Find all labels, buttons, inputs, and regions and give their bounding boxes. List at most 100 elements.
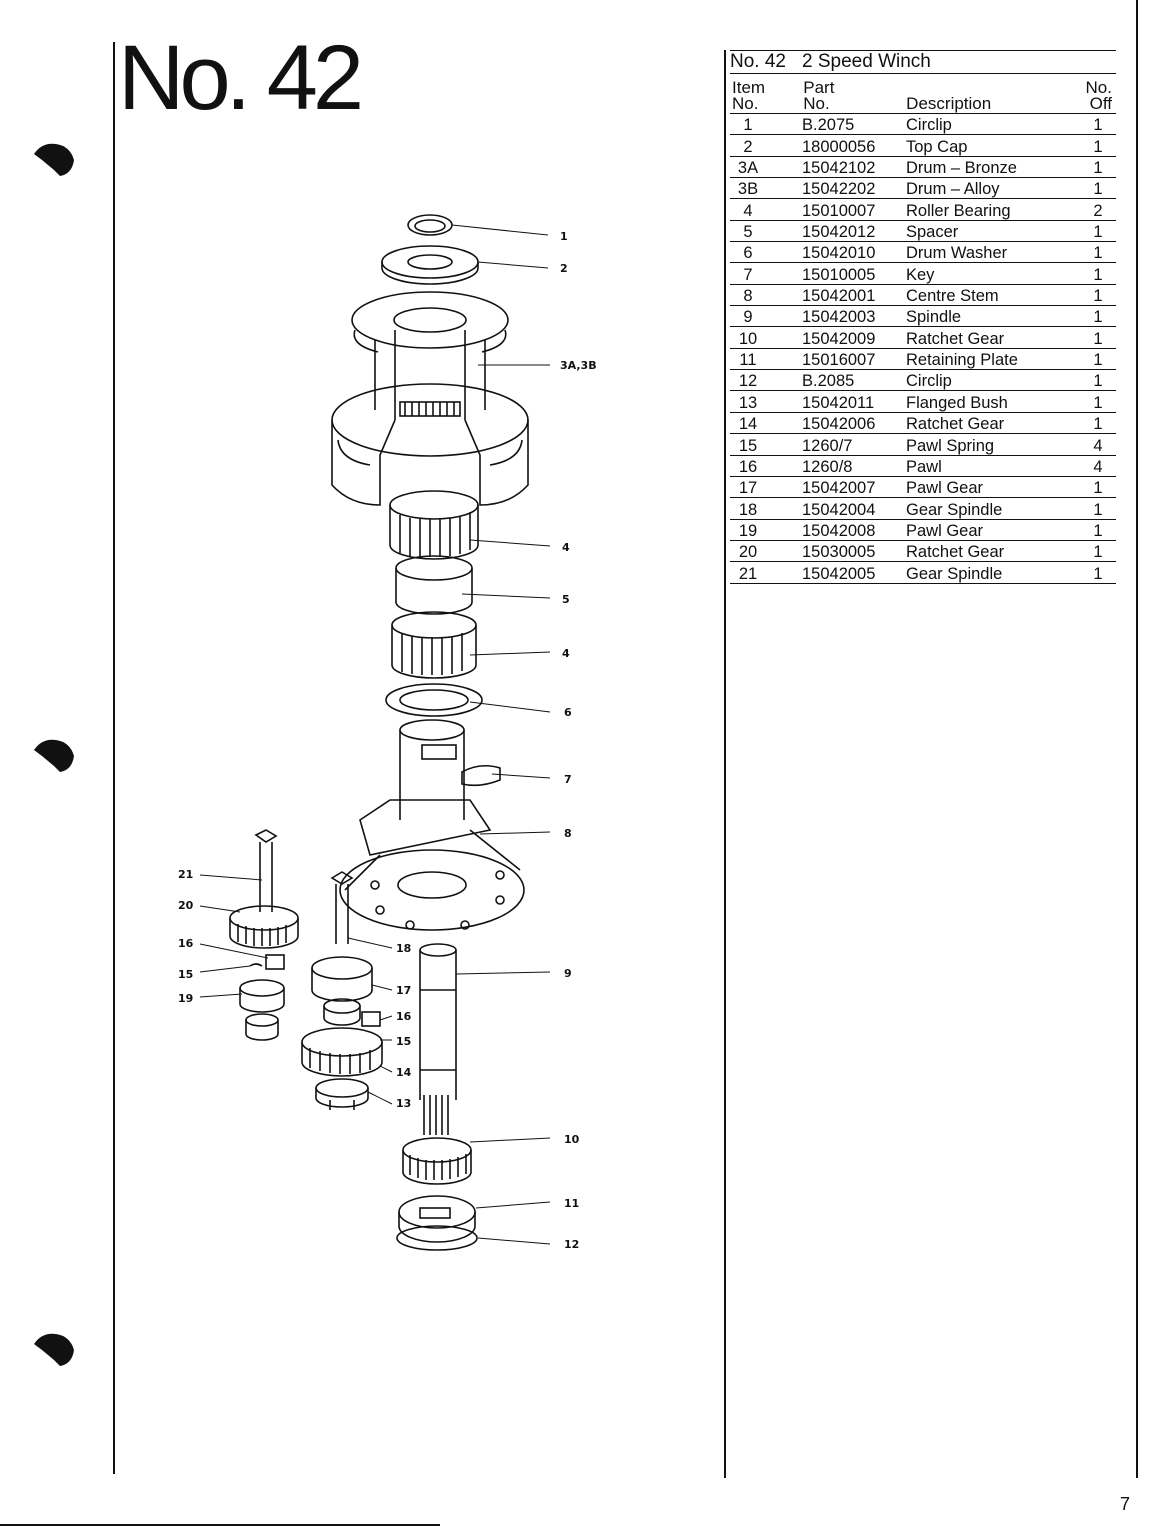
item-number: 11 (739, 351, 757, 370)
part-description: Spindle (906, 308, 962, 327)
circlip-part (407, 214, 453, 236)
quantity: 1 (1093, 137, 1103, 156)
right-margin-rule (1136, 0, 1138, 1478)
item-number: 6 (743, 244, 753, 263)
callout-label: 7 (564, 773, 572, 786)
item-number: 18 (738, 500, 758, 519)
part-number: 15042003 (802, 308, 876, 327)
retaining-plate-part (398, 1195, 476, 1243)
quantity: 1 (1093, 351, 1103, 370)
quantity: 1 (1093, 265, 1103, 284)
callout-label: 5 (562, 593, 570, 606)
part-number: 1260/8 (802, 457, 853, 476)
callout-label: 20 (178, 899, 194, 912)
ratchet-gear-part-14 (301, 1027, 383, 1077)
product-name: 2 Speed Winch (802, 51, 931, 72)
part-number: 15042007 (802, 479, 876, 498)
quantity: 1 (1093, 500, 1103, 519)
centre-stem-part (339, 719, 525, 931)
part-description: Circlip (906, 372, 952, 391)
callout-label: 21 (178, 868, 194, 881)
part-description: Gear Spindle (906, 564, 1003, 583)
gear-spindle-part-18 (330, 871, 354, 944)
part-description: Retaining Plate (906, 351, 1018, 370)
part-number: 15010005 (802, 265, 876, 284)
callout-label: 16 (396, 1010, 412, 1023)
page-number: 7 (1120, 1494, 1131, 1514)
quantity: 1 (1093, 521, 1103, 540)
callout-label: 8 (564, 827, 572, 840)
quantity: 1 (1093, 180, 1103, 199)
quantity: 1 (1093, 479, 1103, 498)
part-description: Spacer (906, 223, 959, 242)
bottom-edge-rule (0, 1524, 440, 1526)
part-number: 1260/7 (802, 436, 853, 455)
part-number: 15042102 (802, 159, 876, 178)
part-number: B.2075 (802, 116, 855, 135)
quantity: 1 (1093, 287, 1103, 306)
part-number: 15042009 (802, 329, 876, 348)
flanged-bush-part (315, 1078, 369, 1110)
binding-hole-mark (34, 143, 74, 176)
pawl-part-left (249, 954, 285, 970)
part-number: 15016007 (802, 351, 876, 370)
spindle-part (419, 943, 457, 1135)
part-description: Pawl Gear (906, 521, 984, 540)
header-description: Description (906, 94, 992, 113)
callout-label: 10 (564, 1133, 580, 1146)
quantity: 1 (1093, 223, 1103, 242)
quantity: 4 (1093, 457, 1103, 476)
callout-label: 1 (560, 230, 568, 243)
left-margin-rule (113, 42, 115, 1474)
quantity: 1 (1093, 543, 1103, 562)
quantity: 1 (1093, 116, 1103, 135)
table-column-rule (724, 50, 726, 1478)
item-number: 2 (743, 137, 753, 156)
model-number: No. 42 (730, 51, 786, 72)
part-description: Ratchet Gear (906, 415, 1005, 434)
item-number: 4 (743, 201, 753, 220)
quantity: 2 (1093, 201, 1103, 220)
part-number: 15010007 (802, 201, 876, 220)
part-description: Pawl (906, 457, 942, 476)
part-description: Centre Stem (906, 287, 999, 306)
callout-label: 6 (564, 706, 572, 719)
circlip-part-lower (396, 1225, 478, 1251)
part-description: Flanged Bush (906, 393, 1008, 412)
callout-label: 12 (564, 1238, 580, 1251)
roller-bearing-part-lower (391, 611, 477, 679)
quantity: 1 (1093, 372, 1103, 391)
callout-label: 13 (396, 1097, 412, 1110)
part-description: Drum Washer (906, 244, 1008, 263)
part-description: Drum – Alloy (906, 180, 1000, 199)
item-number: 20 (738, 543, 758, 562)
part-number: 15042010 (802, 244, 876, 263)
callout-label: 11 (564, 1197, 580, 1210)
item-number: 13 (738, 393, 758, 412)
item-number: 5 (743, 223, 753, 242)
parts-table-title: No. 42 2 Speed Winch (730, 50, 1116, 74)
quantity: 1 (1093, 159, 1103, 178)
callout-label: 15 (396, 1035, 412, 1048)
callout-label: 9 (564, 967, 572, 980)
top-cap-part (381, 245, 479, 285)
binding-hole-mark (34, 1333, 74, 1366)
quantity: 1 (1093, 415, 1103, 434)
part-number: 15042001 (802, 287, 876, 306)
item-number: 10 (738, 329, 758, 348)
part-description: Drum – Bronze (906, 159, 1017, 178)
part-description: Circlip (906, 116, 952, 135)
